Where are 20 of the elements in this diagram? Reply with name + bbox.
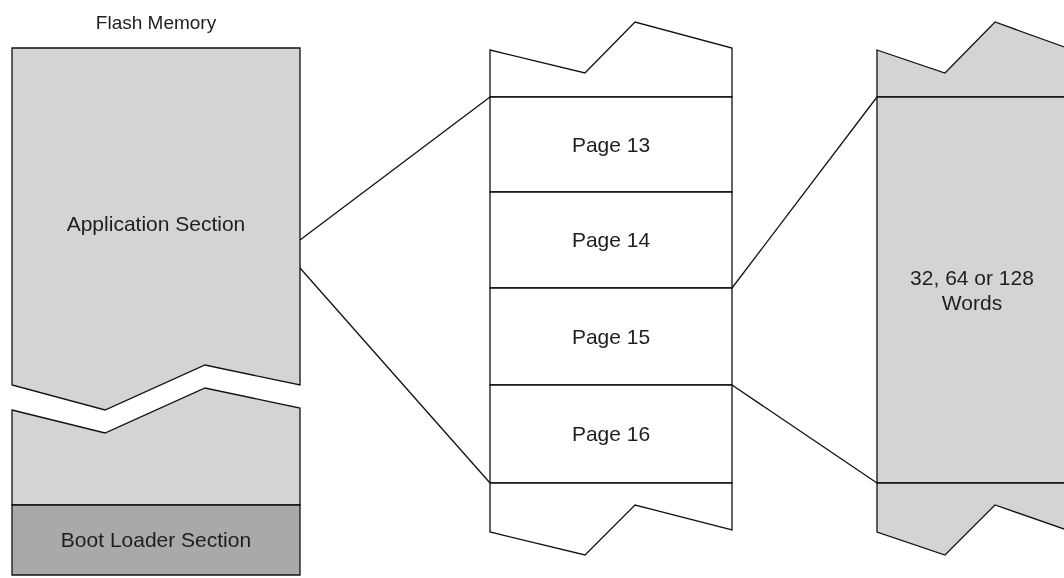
broken-memory-block: [12, 388, 300, 505]
memory-block: [490, 192, 732, 288]
memory-block: [12, 505, 300, 575]
section-label: Page 14: [571, 227, 651, 253]
zoom-line: [731, 384, 878, 484]
section-label: 32, 64 or 128 Words: [909, 264, 1035, 316]
zoom-line: [299, 267, 491, 484]
column-heading: Flash Memory: [95, 12, 217, 34]
section-label: Boot Loader Section: [60, 527, 252, 553]
section-label: Application Section: [66, 211, 246, 237]
section-label: Page 13: [571, 131, 651, 158]
memory-block: [490, 288, 732, 385]
section-label: Page 15: [571, 323, 651, 350]
zoom-line: [299, 96, 491, 241]
memory-block: [490, 385, 732, 483]
zoom-line: [731, 96, 878, 289]
memory-block: [490, 97, 732, 192]
section-label: Page 16: [571, 421, 651, 447]
broken-memory-block: [490, 483, 732, 555]
broken-memory-block: [490, 22, 732, 97]
